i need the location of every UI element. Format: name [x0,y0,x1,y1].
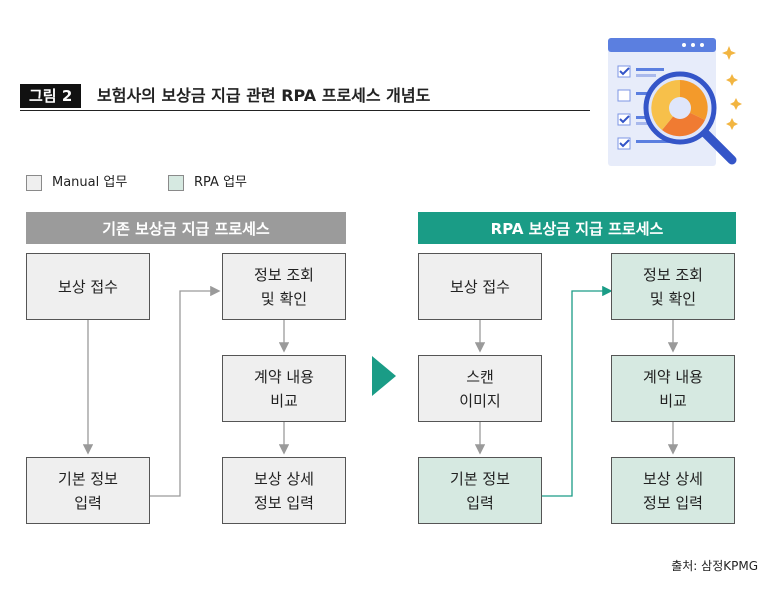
legacy-basic-info-box: 기본 정보 입력 [26,457,150,524]
legend-rpa: RPA 업무 [168,174,247,192]
source-note: 출처: 삼정KPMG [671,559,758,573]
rpa-inquiry-box: 정보 조회 및 확인 [611,253,735,320]
legacy-detail-box: 보상 상세 정보 입력 [222,457,346,524]
figure-title: 보험사의 보상금 지급 관련 RPA 프로세스 개념도 [97,86,431,105]
legend-rpa-swatch [168,175,184,191]
arrow-basic-to-inquiry [150,285,221,497]
rpa-process-header: RPA 보상금 지급 프로세스 [418,212,736,244]
legacy-inquiry-box: 정보 조회 및 확인 [222,253,346,320]
rpa-claim-label: 보상 접수 [450,277,510,296]
legacy-contract-box: 계약 내용 비교 [222,355,346,422]
figure-badge: 그림 2 [20,84,82,108]
transition-arrow [372,356,396,396]
rpa-claim-box: 보상 접수 [418,253,542,320]
legend-manual-label: Manual 업무 [52,175,128,190]
report-magnifier-icon [608,38,742,166]
legend-manual-swatch [26,175,42,191]
rpa-contract-box: 계약 내용 비교 [611,355,735,422]
legacy-process-header: 기존 보상금 지급 프로세스 [26,212,346,244]
legacy-inquiry-label: 정보 조회 및 확인 [254,265,314,308]
arrow-rpa-basic-to-inquiry [542,285,613,497]
rpa-detail-label: 보상 상세 정보 입력 [643,469,703,512]
legacy-contract-label: 계약 내용 비교 [254,367,314,410]
legacy-basic-info-label: 기본 정보 입력 [58,469,118,512]
rpa-inquiry-label: 정보 조회 및 확인 [643,265,703,308]
legend-manual: Manual 업무 [26,174,127,192]
legacy-claim-box: 보상 접수 [26,253,150,320]
rpa-detail-box: 보상 상세 정보 입력 [611,457,735,524]
rpa-scan-box: 스캔 이미지 [418,355,542,422]
legacy-claim-label: 보상 접수 [58,277,118,296]
figure-title-row: 그림 2 보험사의 보상금 지급 관련 RPA 프로세스 개념도 [20,84,590,111]
rpa-contract-label: 계약 내용 비교 [643,367,703,410]
rpa-basic-info-label: 기본 정보 입력 [450,469,510,512]
legend-rpa-label: RPA 업무 [194,175,247,190]
rpa-basic-info-box: 기본 정보 입력 [418,457,542,524]
rpa-scan-label: 스캔 이미지 [459,367,501,410]
legacy-detail-label: 보상 상세 정보 입력 [254,469,314,512]
